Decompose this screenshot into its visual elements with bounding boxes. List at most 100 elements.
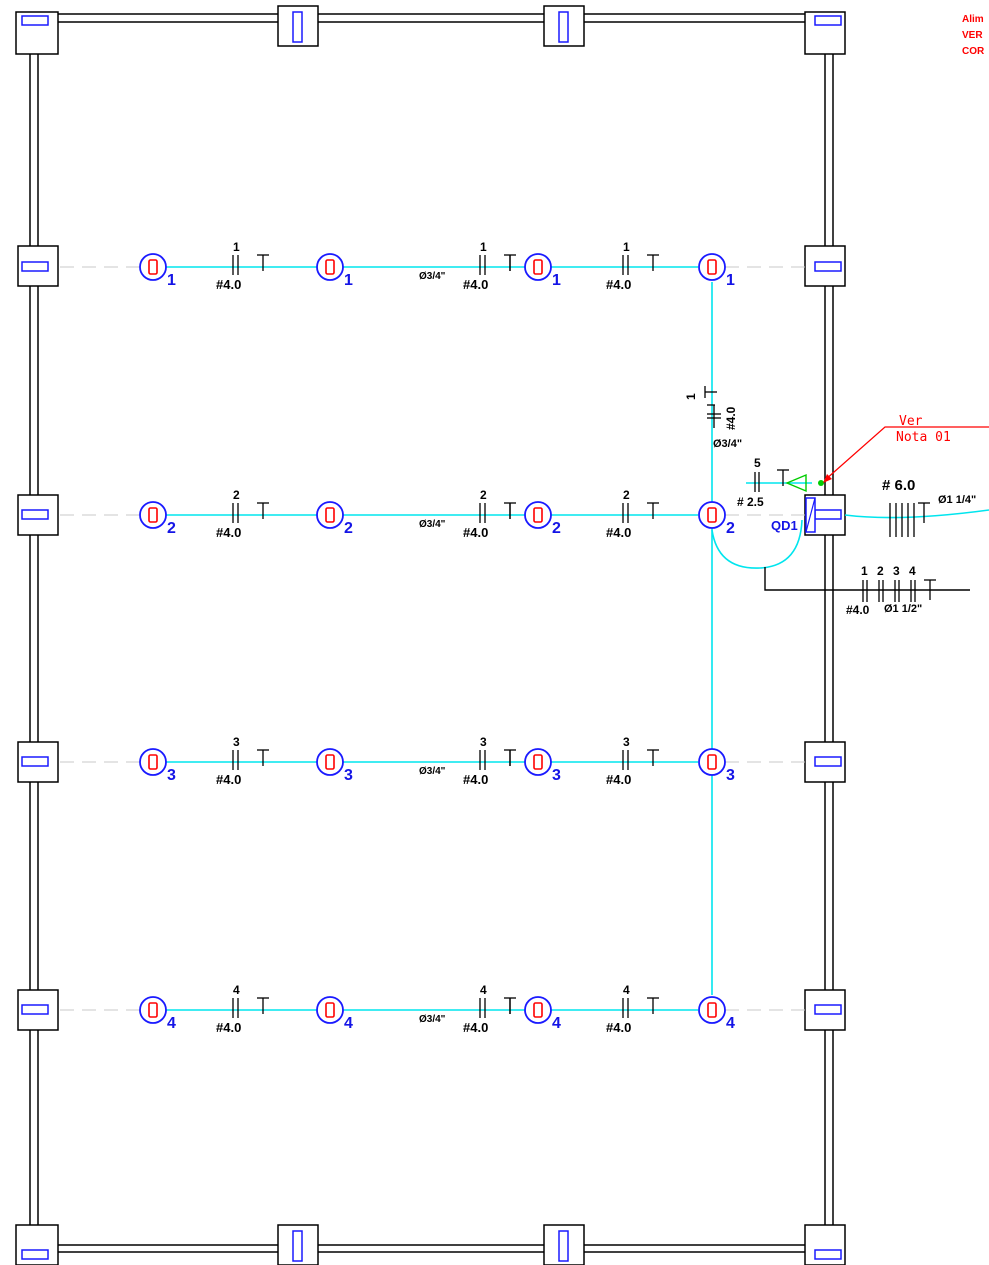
wire-tag: 1 #4.0 xyxy=(216,240,269,292)
wire-tag: 3 #4.0 xyxy=(216,735,269,787)
wire-tag-gauge: #4.0 xyxy=(606,525,631,540)
fixture-circuit-number: 4 xyxy=(726,1015,735,1032)
note-line-2: VER xyxy=(962,30,983,41)
wire-symbol xyxy=(622,502,659,523)
distribution-panel-qd1 xyxy=(785,473,824,533)
column-bottom-right xyxy=(804,1224,846,1265)
wire-tag-circuit: 4 xyxy=(480,983,487,997)
column-right-4 xyxy=(804,989,846,1031)
homerun-line xyxy=(764,567,970,591)
wire-tag-conduit: Ø3/4" xyxy=(419,766,446,777)
wire-symbol xyxy=(232,997,269,1018)
building-walls xyxy=(29,13,840,1253)
light-fixture: 3 xyxy=(524,748,561,784)
column-top-left xyxy=(15,11,59,55)
wire-tag-gauge: #4.0 xyxy=(606,277,631,292)
homerun-circuit-2: 2 xyxy=(877,564,884,578)
wire-tag-circuit: 1 xyxy=(233,240,240,254)
wire-tag-gauge: #4.0 xyxy=(463,772,488,787)
fixture-circuit-number: 1 xyxy=(344,272,353,289)
fixture-circuit-number: 3 xyxy=(167,767,176,784)
wire-tag-circuit: 2 xyxy=(623,488,630,502)
column-bottom-mid-1 xyxy=(277,1224,319,1265)
light-fixture: 4 xyxy=(316,996,353,1032)
wire-tag-circuit: 3 xyxy=(233,735,240,749)
wire-tag-gauge: #4.0 xyxy=(216,277,241,292)
note-top-right: Alim VER COR xyxy=(962,14,985,57)
wire-tag: 2 #4.0 xyxy=(216,488,269,540)
circuit-row-2: 2 2 2 2 xyxy=(139,501,735,537)
wire-tag-circuit: 3 xyxy=(623,735,630,749)
wire-tag-circuit: 3 xyxy=(480,735,487,749)
note-callout-line-2: Nota 01 xyxy=(896,430,951,445)
light-fixture: 3 xyxy=(139,748,176,784)
column-right-1 xyxy=(804,245,846,287)
light-fixture: 2 xyxy=(316,501,353,537)
homerun-gauge: #4.0 xyxy=(846,603,870,617)
riser-conduit: Ø3/4" xyxy=(713,438,742,450)
light-fixture: 3 xyxy=(316,748,353,784)
light-fixture: 3 xyxy=(698,748,735,784)
column-bottom-left xyxy=(15,1224,59,1265)
light-fixture: 1 xyxy=(698,253,735,289)
wire-tag-conduit: Ø3/4" xyxy=(419,271,446,282)
wire-tag-circuit: 4 xyxy=(233,983,240,997)
feeder-annotation: # 6.0 Ø1 1/4" xyxy=(882,477,976,537)
wire-tag: 1 #4.0 Ø3/4" xyxy=(419,240,516,292)
column-bottom-mid-2 xyxy=(543,1224,585,1265)
riser-annotation: #4.0 1 xyxy=(684,386,738,430)
wire-symbol xyxy=(232,502,269,523)
wire-tag: 4 #4.0 xyxy=(606,983,659,1035)
circuit-wiring xyxy=(166,266,989,1011)
wire-tag-conduit: Ø3/4" xyxy=(419,1014,446,1025)
wire-tag-gauge: #4.0 xyxy=(463,277,488,292)
fixture-circuit-number: 1 xyxy=(167,272,176,289)
column-left-4 xyxy=(17,989,59,1031)
wire-symbol xyxy=(232,749,269,770)
wire-tag-circuit: 1 xyxy=(623,240,630,254)
columns xyxy=(15,5,846,1265)
column-right-3 xyxy=(804,741,846,783)
wire-tag: 1 #4.0 xyxy=(606,240,659,292)
fixture-circuit-number: 2 xyxy=(167,520,176,537)
column-top-right xyxy=(804,11,846,55)
wire-tag: 3#4.0 xyxy=(606,735,659,787)
column-left-1 xyxy=(17,245,59,287)
fixture-circuit-number: 1 xyxy=(726,272,735,289)
column-top-mid-1 xyxy=(277,5,319,47)
wire-tag-gauge: #4.0 xyxy=(463,1020,488,1035)
light-fixture: 1 xyxy=(139,253,176,289)
wire-tag-gauge: #4.0 xyxy=(606,1020,631,1035)
homerun-circuit-3: 3 xyxy=(893,564,900,578)
feeder-gauge: # 6.0 xyxy=(882,477,915,494)
fixture-circuit-number: 3 xyxy=(726,767,735,784)
fixture-circuit-number: 4 xyxy=(344,1015,353,1032)
column-top-mid-2 xyxy=(543,5,585,47)
fixture-circuit-number: 4 xyxy=(167,1015,176,1032)
light-fixture: 4 xyxy=(698,996,735,1032)
fixture-circuit-number: 2 xyxy=(552,520,561,537)
column-left-2 xyxy=(17,494,59,536)
wire-tag: 2#4.0Ø3/4" xyxy=(419,488,516,540)
light-fixture: 1 xyxy=(316,253,353,289)
wire-tag: 3 #4.0 Ø3/4" xyxy=(419,735,516,787)
wire-tag-gauge: #4.0 xyxy=(463,525,488,540)
homerun-conduit: Ø1 1/2" xyxy=(884,603,922,615)
wire-tag-circuit: 1 xyxy=(480,240,487,254)
fixture-circuit-number: 2 xyxy=(344,520,353,537)
column-left-3 xyxy=(17,741,59,783)
wire-tag-conduit: Ø3/4" xyxy=(419,519,446,530)
wire-tag-circuit: 4 xyxy=(623,983,630,997)
light-fixture: 4 xyxy=(139,996,176,1032)
wire-tag: 2 #4.0 xyxy=(606,488,659,540)
note-line-3: COR xyxy=(962,46,985,57)
wire-tag-gauge: #4.0 xyxy=(216,525,241,540)
wire-tag-circuit: 2 xyxy=(233,488,240,502)
wire-tag-gauge: #4.0 xyxy=(216,1020,241,1035)
fixture-circuit-number: 2 xyxy=(726,520,735,537)
wire-tag-gauge: #4.0 xyxy=(216,772,241,787)
wire-symbol xyxy=(622,254,659,275)
